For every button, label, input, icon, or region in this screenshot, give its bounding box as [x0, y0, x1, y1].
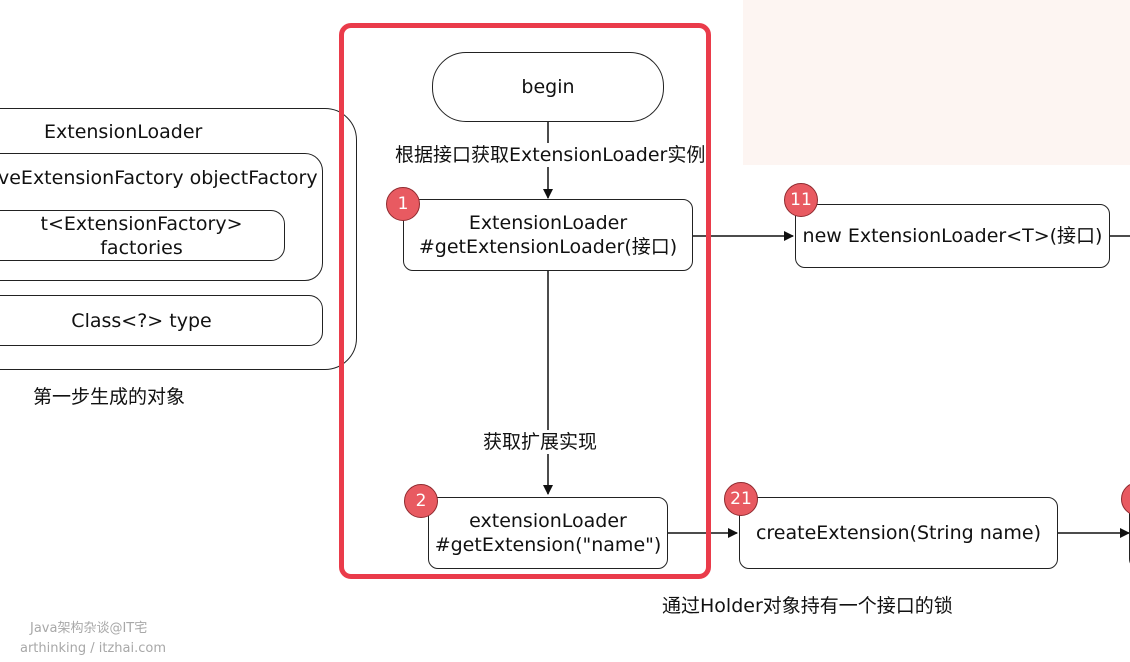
object-type-field-label: Class<?> type: [71, 309, 212, 332]
step11-label: new ExtensionLoader<T>(接口): [802, 225, 1103, 247]
badge-21: 21: [724, 482, 758, 516]
watermark-line1: Java架构杂谈@IT宅: [30, 621, 148, 636]
background-panel: [743, 0, 1130, 165]
object-factories-field-label: t<ExtensionFactory> factories: [40, 212, 243, 259]
begin-node: begin: [432, 52, 664, 122]
step1-node: ExtensionLoader #getExtensionLoader(接口): [403, 199, 693, 271]
object-title: ExtensionLoader: [44, 121, 203, 143]
edge-label-get-extension: 获取扩展实现: [481, 430, 600, 454]
object-type-field: Class<?> type: [0, 295, 323, 346]
step11-node: new ExtensionLoader<T>(接口): [795, 204, 1110, 268]
step21-label: createExtension(String name): [755, 522, 1042, 544]
holder-lock-note: 通过Holder对象持有一个接口的锁: [662, 595, 953, 617]
step2-line1: extensionLoader: [469, 510, 627, 532]
step2-node: extensionLoader #getExtension("name"): [428, 497, 668, 569]
step21-node: createExtension(String name): [739, 497, 1058, 569]
begin-node-label: begin: [521, 76, 575, 98]
edge-label-get-instance: 根据接口获取ExtensionLoader实例: [393, 143, 708, 167]
badge-2: 2: [404, 484, 438, 518]
badge-11: 11: [784, 183, 818, 217]
step2-line2: #getExtension("name"): [434, 534, 662, 556]
object-factories-field: t<ExtensionFactory> factories: [0, 210, 285, 261]
badge-1: 1: [386, 187, 420, 221]
step1-line1: ExtensionLoader: [468, 212, 628, 234]
watermark-line2: arthinking / itzhai.com: [20, 641, 167, 656]
object-factory-field-label: veExtensionFactory objectFactory: [0, 167, 318, 189]
step1-line2: #getExtensionLoader(接口): [418, 236, 678, 258]
object-caption: 第一步生成的对象: [33, 386, 186, 408]
highlight-frame: [339, 23, 711, 579]
